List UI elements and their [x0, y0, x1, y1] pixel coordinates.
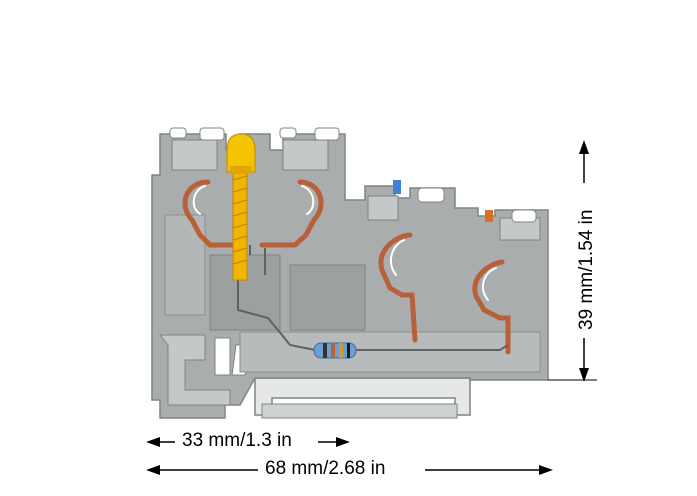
orange-marker: [485, 210, 493, 222]
terminal-housing: [151, 133, 549, 419]
dimension-width-long-label: 68 mm/2.68 in: [265, 458, 386, 479]
din-rail-foot: [254, 377, 471, 419]
blue-marker: [393, 180, 401, 194]
internal-wiring: [237, 245, 509, 351]
dimension-height-label: 39 mm/1.54 in: [576, 209, 597, 330]
copper-clamp-springs: [182, 179, 511, 355]
dimension-arrows: [146, 140, 597, 475]
led-indicator: [226, 133, 256, 281]
dimension-width-short-label: 33 mm/1.3 in: [182, 430, 292, 451]
resistor: [313, 342, 357, 359]
wire-entry-slots: [169, 127, 541, 241]
